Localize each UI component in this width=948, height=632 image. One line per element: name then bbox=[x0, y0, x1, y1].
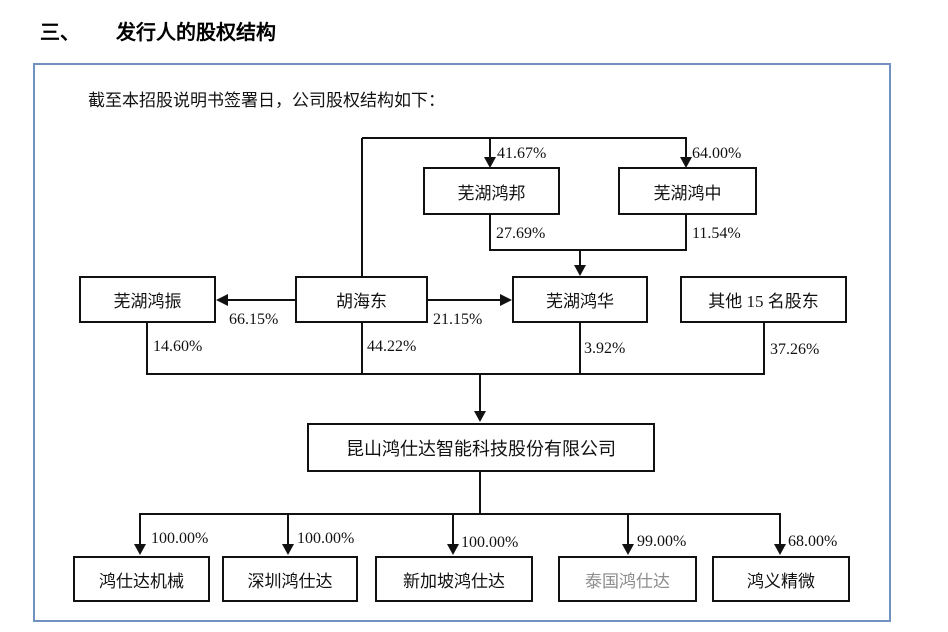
chart-frame bbox=[33, 63, 891, 622]
node-label: 芜湖鸿邦 bbox=[457, 183, 526, 203]
pct-label-huhaidong-to-honghua: 21.15% bbox=[433, 311, 483, 328]
node-label: 新加坡鸿仕达 bbox=[403, 571, 505, 591]
connector-line bbox=[287, 513, 289, 546]
pct-label-to-singapore: 100.00% bbox=[461, 534, 519, 551]
intro-text: 截至本招股说明书签署日，公司股权结构如下： bbox=[88, 91, 445, 110]
connector-line bbox=[139, 513, 141, 546]
connector-line bbox=[362, 137, 687, 139]
connector-line bbox=[361, 323, 363, 375]
pct-label-others-to-company: 37.26% bbox=[770, 341, 820, 358]
arrowhead-down-icon bbox=[680, 157, 692, 168]
node-label: 胡海东 bbox=[336, 292, 387, 311]
pct-label-to-hongbang: 41.67% bbox=[497, 145, 547, 162]
node-hongyi-precision: 鸿义精微 bbox=[712, 556, 850, 602]
connector-line bbox=[452, 513, 454, 546]
pct-label-huhaidong-to-company: 44.22% bbox=[367, 338, 417, 355]
node-wuhu-hongzhong: 芜湖鸿中 bbox=[618, 167, 757, 215]
pct-label-to-shenzhen: 100.00% bbox=[297, 530, 355, 547]
node-hsd-machinery: 鸿仕达机械 bbox=[73, 556, 210, 602]
section-number: 三、 bbox=[40, 22, 80, 44]
connector-line bbox=[685, 215, 687, 251]
section-title: 三、 发行人的股权结构 bbox=[40, 16, 276, 45]
connector-line bbox=[489, 138, 491, 159]
section-title-text: 发行人的股权结构 bbox=[116, 22, 276, 44]
pct-label-honghua-to-company: 3.92% bbox=[584, 340, 626, 357]
connector-line bbox=[479, 472, 481, 515]
node-thailand-hsd: 泰国鸿仕达 bbox=[558, 556, 697, 602]
pct-label-huhaidong-to-hongzhen: 66.15% bbox=[229, 311, 279, 328]
node-shenzhen-hsd: 深圳鸿仕达 bbox=[222, 556, 358, 602]
pct-label-to-thailand: 99.00% bbox=[637, 533, 687, 550]
node-wuhu-honghua: 芜湖鸿华 bbox=[512, 276, 648, 323]
connector-line bbox=[579, 249, 581, 267]
connector-line bbox=[146, 373, 765, 375]
arrowhead-down-icon bbox=[474, 411, 486, 422]
connector-line bbox=[579, 323, 581, 375]
connector-line bbox=[685, 138, 687, 159]
arrowhead-down-icon bbox=[774, 544, 786, 555]
arrowhead-down-icon bbox=[574, 265, 586, 276]
node-label: 芜湖鸿振 bbox=[113, 292, 182, 311]
arrowhead-down-icon bbox=[134, 544, 146, 555]
pct-label-to-machinery: 100.00% bbox=[151, 530, 209, 547]
arrowhead-down-icon bbox=[484, 157, 496, 168]
connector-line bbox=[489, 249, 687, 251]
node-singapore-hsd: 新加坡鸿仕达 bbox=[375, 556, 533, 602]
node-other-shareholders: 其他 15 名股东 bbox=[680, 276, 847, 323]
pct-label-hongzhen-to-company: 14.60% bbox=[153, 338, 203, 355]
connector-line bbox=[361, 138, 363, 276]
node-label: 深圳鸿仕达 bbox=[247, 571, 333, 591]
pct-label-to-hongyi: 68.00% bbox=[788, 533, 838, 550]
connector-line bbox=[139, 513, 781, 515]
arrowhead-down-icon bbox=[282, 544, 294, 555]
connector-line bbox=[146, 323, 148, 375]
connector-line bbox=[779, 513, 781, 546]
connector-line bbox=[489, 215, 491, 251]
node-label: 鸿仕达机械 bbox=[99, 571, 184, 591]
connector-line bbox=[479, 373, 481, 413]
connector-line bbox=[627, 513, 629, 546]
pct-label-hongbang-to-honghua: 27.69% bbox=[496, 225, 546, 242]
node-label: 昆山鸿仕达智能科技股份有限公司 bbox=[346, 438, 616, 459]
node-label: 芜湖鸿中 bbox=[653, 183, 722, 203]
pct-label-hongzhong-to-honghua: 11.54% bbox=[692, 225, 741, 242]
connector-line bbox=[428, 299, 501, 301]
node-label: 泰国鸿仕达 bbox=[585, 571, 670, 591]
arrowhead-right-icon bbox=[500, 294, 512, 306]
connector-line bbox=[763, 323, 765, 375]
node-label: 鸿义精微 bbox=[747, 571, 815, 591]
pct-label-to-hongzhong: 64.00% bbox=[692, 145, 742, 162]
node-wuhu-hongbang: 芜湖鸿邦 bbox=[423, 167, 560, 215]
arrowhead-down-icon bbox=[447, 544, 459, 555]
node-label: 其他 15 名股东 bbox=[708, 292, 819, 311]
arrowhead-left-icon bbox=[216, 294, 228, 306]
node-wuhu-hongzhen: 芜湖鸿振 bbox=[79, 276, 216, 323]
connector-line bbox=[227, 299, 295, 301]
node-company: 昆山鸿仕达智能科技股份有限公司 bbox=[307, 423, 655, 472]
node-label: 芜湖鸿华 bbox=[546, 292, 614, 311]
arrowhead-down-icon bbox=[622, 544, 634, 555]
node-hu-haidong: 胡海东 bbox=[295, 276, 428, 323]
